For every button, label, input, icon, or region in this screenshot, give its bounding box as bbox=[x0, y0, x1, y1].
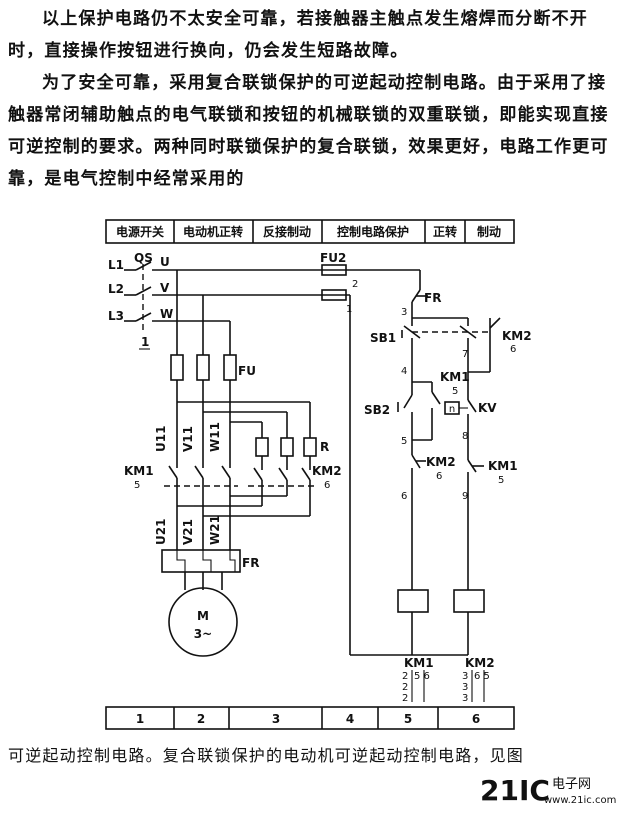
svg-text:5 6: 5 6 bbox=[414, 671, 430, 682]
svg-text:6: 6 bbox=[436, 471, 442, 482]
svg-text:KM1: KM1 bbox=[488, 459, 518, 473]
footer-cell: 2 bbox=[197, 712, 205, 726]
svg-text:R: R bbox=[320, 440, 329, 454]
control-fuses-fu2: FU2 2 1 bbox=[320, 251, 468, 656]
svg-text:KM2: KM2 bbox=[465, 656, 495, 670]
svg-text:KM2: KM2 bbox=[502, 329, 532, 343]
svg-text:9: 9 bbox=[462, 491, 468, 502]
svg-text:6: 6 bbox=[510, 344, 516, 355]
svg-text:3: 3 bbox=[462, 682, 468, 693]
power-switch-qs: L1 L2 L3 QS U V W 1 bbox=[108, 251, 350, 350]
svg-text:2: 2 bbox=[402, 682, 408, 693]
paragraph-1: 以上保护电路仍不太安全可靠，若接触器主触点发生熔焊而分断不开时，直接操作按钮进行… bbox=[8, 9, 588, 61]
header-cell: 控制电路保护 bbox=[337, 224, 409, 239]
svg-text:2: 2 bbox=[402, 693, 408, 704]
svg-text:KM2: KM2 bbox=[426, 455, 456, 469]
svg-text:KM1: KM1 bbox=[124, 464, 154, 478]
svg-text:电子网: 电子网 bbox=[552, 777, 591, 792]
svg-text:3~: 3~ bbox=[194, 627, 212, 641]
paragraph-2: 为了安全可靠，采用复合联锁保护的可逆起动控制电路。由于采用了接触器常闭辅助触点的… bbox=[8, 73, 609, 189]
svg-text:U: U bbox=[160, 255, 170, 269]
header-table: 电源开关 电动机正转 反接制动 控制电路保护 正转 制动 bbox=[105, 219, 515, 244]
svg-text:2: 2 bbox=[402, 671, 408, 682]
header-cell: 电动机正转 bbox=[183, 224, 243, 239]
svg-text:6 5: 6 5 bbox=[474, 671, 490, 682]
svg-text:21IC: 21IC bbox=[480, 774, 550, 807]
footer-cell: 4 bbox=[346, 712, 354, 726]
svg-text:3: 3 bbox=[401, 307, 407, 318]
svg-text:W11: W11 bbox=[208, 422, 222, 452]
svg-text:6: 6 bbox=[324, 480, 330, 491]
svg-text:FR: FR bbox=[424, 291, 441, 305]
svg-text:SB2: SB2 bbox=[364, 403, 390, 417]
svg-text:5: 5 bbox=[498, 475, 504, 486]
svg-text:L1: L1 bbox=[108, 258, 124, 272]
svg-text:V11: V11 bbox=[181, 426, 195, 452]
watermark-logo: 21IC 电子网 www.21ic.com bbox=[480, 774, 616, 807]
svg-text:5: 5 bbox=[134, 480, 140, 491]
svg-text:SB1: SB1 bbox=[370, 331, 396, 345]
main-circuit: FU U11 V11 W11 R KM1 5 bbox=[124, 270, 342, 657]
svg-text:KM1: KM1 bbox=[404, 656, 434, 670]
motor-label: M bbox=[197, 609, 209, 623]
svg-text:QS: QS bbox=[134, 251, 153, 265]
svg-text:6: 6 bbox=[401, 491, 407, 502]
svg-text:L3: L3 bbox=[108, 309, 124, 323]
footer-table: 1 2 3 4 5 6 bbox=[105, 706, 515, 730]
footer-cell: 1 bbox=[136, 712, 144, 726]
svg-text:4: 4 bbox=[401, 366, 407, 377]
svg-text:2: 2 bbox=[352, 279, 358, 290]
svg-text:V21: V21 bbox=[181, 519, 195, 545]
svg-text:8: 8 bbox=[462, 431, 468, 442]
svg-text:1: 1 bbox=[141, 335, 149, 349]
svg-text:L2: L2 bbox=[108, 282, 124, 296]
svg-text:3: 3 bbox=[462, 671, 468, 682]
svg-text:U21: U21 bbox=[154, 519, 168, 545]
header-cell: 电源开关 bbox=[116, 224, 164, 239]
svg-text:KM2: KM2 bbox=[312, 464, 342, 478]
svg-text:3: 3 bbox=[462, 693, 468, 704]
header-cell: 正转 bbox=[433, 224, 457, 239]
svg-text:KV: KV bbox=[478, 401, 497, 415]
paragraph-3: 可逆起动控制电路。复合联锁保护的电动机可逆起动控制电路，见图 bbox=[8, 746, 525, 765]
svg-text:7: 7 bbox=[462, 349, 468, 360]
footer-cell: 5 bbox=[404, 712, 412, 726]
footer-cell: 3 bbox=[272, 712, 280, 726]
svg-text:U11: U11 bbox=[154, 426, 168, 452]
svg-text:W21: W21 bbox=[208, 515, 222, 545]
footer-cell: 6 bbox=[472, 712, 480, 726]
svg-text:1: 1 bbox=[346, 304, 352, 315]
svg-text:FU: FU bbox=[238, 364, 256, 378]
svg-text:KM1: KM1 bbox=[440, 370, 470, 384]
svg-text:5: 5 bbox=[401, 436, 407, 447]
header-cell: 反接制动 bbox=[263, 224, 311, 239]
svg-text:n: n bbox=[449, 404, 455, 415]
header-cell: 制动 bbox=[477, 224, 501, 239]
svg-text:FR: FR bbox=[242, 556, 259, 570]
svg-text:FU2: FU2 bbox=[320, 251, 346, 265]
svg-text:www.21ic.com: www.21ic.com bbox=[544, 795, 616, 806]
svg-text:W: W bbox=[160, 307, 173, 321]
control-circuit: FR 3 SB1 KM2 6 7 4 KM1 5 n KV bbox=[364, 289, 532, 704]
svg-text:V: V bbox=[160, 281, 170, 295]
svg-text:5: 5 bbox=[452, 386, 458, 397]
